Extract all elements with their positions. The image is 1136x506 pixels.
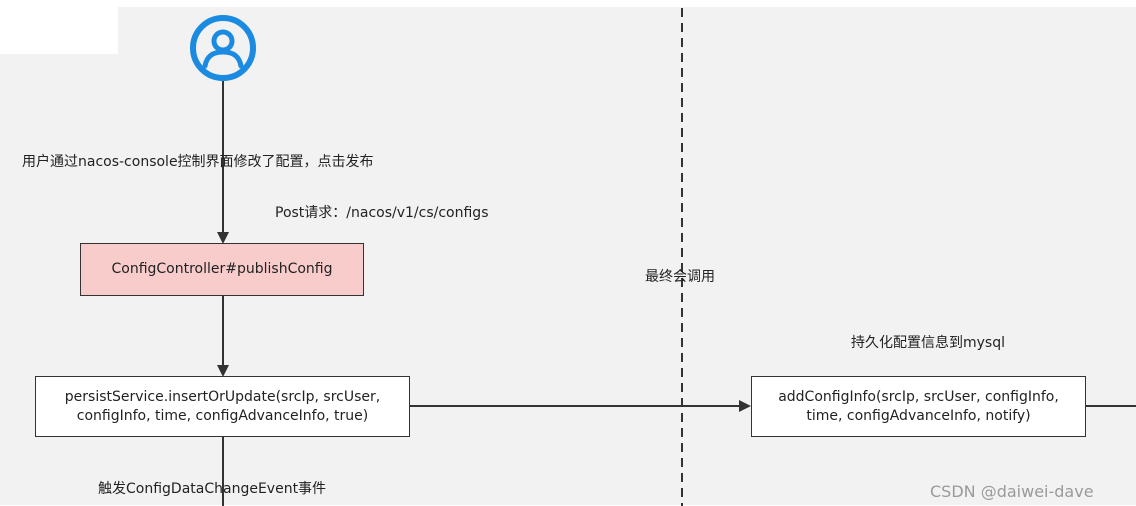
request-label: Post请求：/nacos/v1/cs/configs [275, 205, 489, 221]
event-label: 触发ConfigDataChangeEvent事件 [98, 481, 327, 497]
divider-label: 最终会调用 [645, 269, 715, 285]
corner-patch [0, 0, 118, 54]
add-config-box: addConfigInfo(srcIp, srcUser, configInfo… [751, 376, 1086, 437]
persist-label: 持久化配置信息到mysql [851, 335, 1005, 351]
user-circle-icon [190, 15, 256, 81]
top-border [0, 0, 1136, 7]
controller-box-text: ConfigController#publishConfig [111, 261, 333, 277]
watermark: CSDN @daiwei-dave [930, 482, 1094, 501]
add-config-box-text: addConfigInfo(srcIp, srcUser, configInfo… [778, 388, 1059, 424]
controller-box: ConfigController#publishConfig [80, 243, 364, 296]
persist-service-box-text: persistService.insertOrUpdate(srcIp, src… [64, 388, 381, 424]
persist-service-box: persistService.insertOrUpdate(srcIp, src… [35, 376, 410, 437]
user-action-label: 用户通过nacos-console控制界面修改了配置，点击发布 [22, 154, 374, 170]
